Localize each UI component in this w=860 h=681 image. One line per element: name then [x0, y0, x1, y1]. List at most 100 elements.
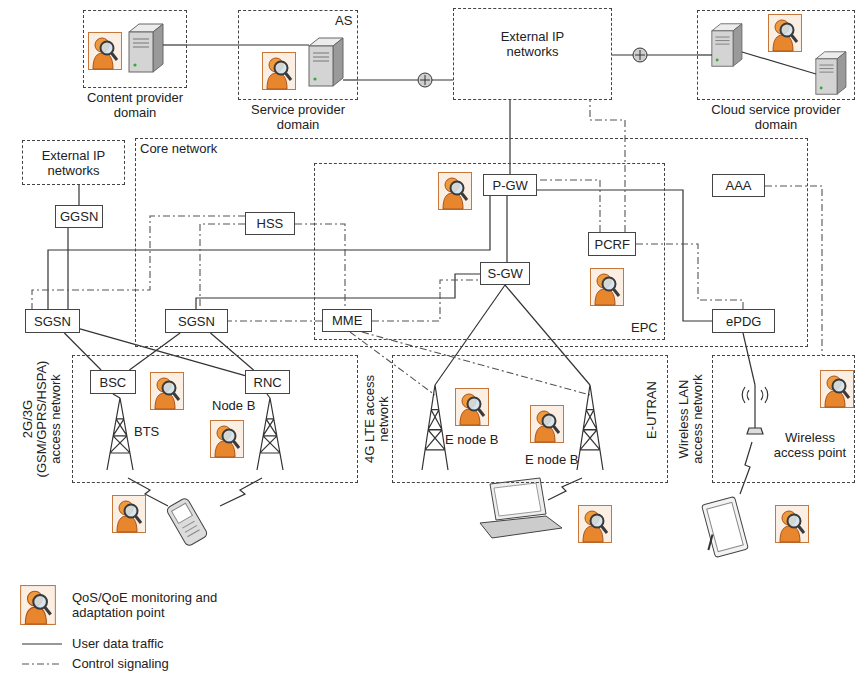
connector-path: [78, 185, 79, 205]
network-element-box: MME: [322, 309, 372, 332]
box-label: RNC: [254, 375, 282, 390]
connector-path: [48, 196, 490, 309]
connector-path: [67, 228, 68, 309]
box-label: GGSN: [60, 209, 98, 224]
user-data-line: [187, 45, 238, 46]
connector-path: [32, 216, 245, 309]
domain-box: External IP networks: [453, 8, 612, 100]
box-label: Service provider domain: [233, 102, 363, 132]
box-label: Content provider domain: [70, 90, 200, 120]
network-element-box: ePDG: [712, 309, 775, 333]
control-signaling-line: [228, 321, 322, 322]
domain-box: Cloud service provider domain: [697, 10, 855, 100]
connector-path: [372, 280, 480, 321]
control-signaling-line: [32, 216, 245, 309]
user-data-line: [48, 196, 490, 309]
tower-symbol: [577, 385, 603, 470]
box-label: External IP networks: [28, 148, 120, 178]
connector-path: [358, 79, 453, 80]
control-signaling-line: [372, 280, 480, 321]
domain-box: Core networkEPC P-GW PCRF S-GW MME AAA HSS SGSN…: [135, 138, 808, 347]
network-element-box: P-GW: [483, 174, 537, 196]
box-label: 2G/3G (GSM/GPRS/HSPA) access network: [20, 352, 62, 487]
control-signaling-line: [295, 224, 345, 309]
control-signaling-line: [590, 100, 625, 232]
box-label: SGSN: [178, 314, 215, 329]
legend-line-sample: [22, 663, 62, 664]
network-element-box: GGSN: [55, 205, 103, 228]
user-data-line: [196, 274, 480, 309]
connector-path: [210, 333, 253, 370]
server-icon: [816, 52, 846, 94]
domain-box: ASService provider domain: [238, 10, 358, 100]
connector-path: [506, 196, 507, 262]
laptop-icon: [480, 478, 562, 538]
box-label: SGSN: [34, 314, 71, 329]
user-data-line: [537, 190, 712, 321]
tower-label: E node B: [445, 432, 499, 447]
user-data-line: [612, 55, 697, 56]
box-label: 4G LTE access network: [363, 369, 391, 469]
data-wire: [113, 45, 816, 398]
tablet-icon: [697, 497, 749, 559]
network-element-box: RNC: [245, 370, 290, 394]
box-label: Core network: [140, 141, 217, 156]
user-data-line: [80, 329, 245, 376]
domain-box: Wireless LAN access network: [712, 355, 855, 483]
access-point-symbol: [742, 385, 768, 434]
connector-path: [636, 244, 743, 309]
tower-symbol: [107, 398, 133, 470]
network-element-box: SGSN: [25, 309, 80, 333]
user-data-line: [68, 228, 69, 309]
tower-symbol: [422, 385, 448, 470]
connector-path: [537, 190, 712, 321]
box-label: P-GW: [493, 178, 528, 193]
server-icon: [712, 24, 742, 66]
tower-label: Wireless access point: [765, 430, 855, 460]
server-icon: [309, 38, 343, 86]
legend-text: Control signaling: [72, 656, 169, 671]
qoe-monitor-icon: [89, 15, 854, 543]
control-signaling-line: [537, 180, 600, 232]
legend-line-sample: [22, 643, 62, 644]
box-label: AAA: [726, 178, 752, 193]
connector-path: [590, 100, 625, 232]
connector-path: [187, 44, 238, 45]
box-label: MME: [332, 313, 362, 328]
tower-label: E node B: [525, 452, 579, 467]
phone-icon: [166, 497, 209, 547]
box-label: HSS: [257, 216, 284, 231]
control-signaling-line: [636, 244, 743, 309]
network-element-box: HSS: [245, 212, 295, 235]
box-label: Wireless LAN access network: [677, 369, 705, 469]
legend-icon: [21, 586, 56, 625]
network-element-box: AAA: [712, 174, 765, 197]
box-label: PCRF: [595, 237, 630, 252]
user-data-line: [79, 185, 80, 205]
network-element-box: SGSN: [165, 309, 228, 333]
user-data-line: [358, 80, 453, 81]
tower-label: Node B: [212, 398, 255, 413]
network-element-box: S-GW: [480, 262, 530, 285]
tower-symbol: [257, 398, 283, 470]
user-data-line: [210, 333, 253, 370]
network-element-box: BSC: [90, 370, 136, 394]
box-label: Cloud service provider domain: [701, 102, 851, 132]
connector-path: [200, 224, 245, 309]
connector-path: [80, 329, 245, 376]
domain-box: EPC P-GW PCRF S-GW MME: [314, 163, 665, 340]
domain-box: Content provider domain: [83, 10, 187, 88]
user-data-line: [507, 196, 508, 262]
network-element-box: PCRF: [588, 232, 636, 256]
connector-path: [295, 224, 345, 309]
domain-box: External IP networks: [22, 140, 125, 185]
box-label: External IP networks: [478, 29, 588, 59]
connector-path: [64, 333, 101, 370]
control-wire: [350, 332, 590, 395]
server-icon: [129, 24, 163, 72]
user-data-line: [129, 333, 180, 370]
control-signaling-line: [200, 224, 245, 309]
box-label: EPC: [631, 320, 658, 335]
connector-path: [129, 333, 180, 370]
